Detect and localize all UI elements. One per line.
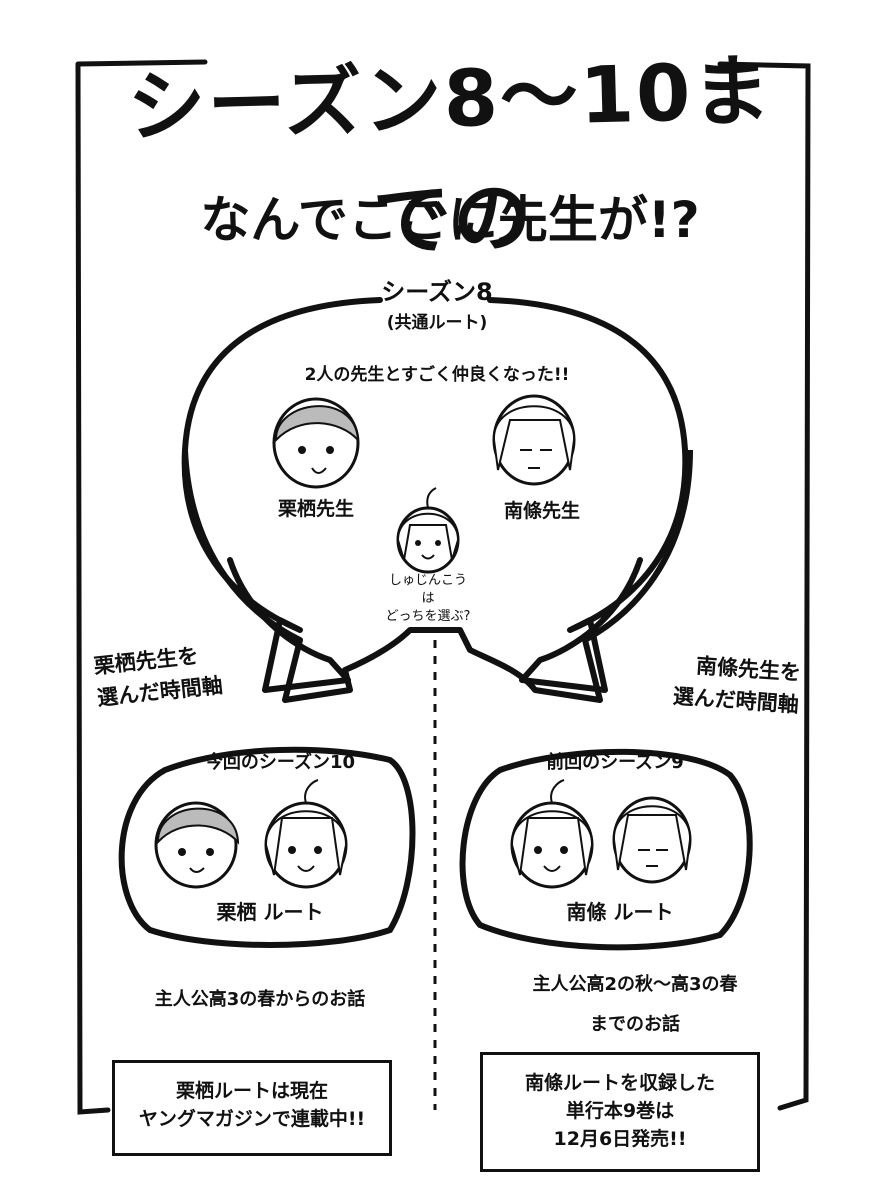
notice-right-box: 南條ルートを収録した 単行本9巻は 12月6日発売!! — [480, 1052, 760, 1172]
season9-heading: 前回のシーズン9 — [546, 752, 684, 773]
season10-heading: 今回のシーズン10 — [204, 752, 356, 773]
protagonist-face-s9-icon — [510, 779, 594, 889]
branch-arrow-left — [182, 449, 693, 703]
page-title: シーズン8〜10までの — [126, 46, 774, 268]
season10-bubble — [118, 746, 416, 948]
season10-route: 栗栖 ルート — [216, 900, 324, 924]
protagonist-caption-line3: どっちを選ぶ? — [385, 609, 471, 624]
protagonist-face-icon — [396, 487, 460, 574]
protagonist-caption: しゅじんこう は どっちを選ぶ? — [348, 572, 508, 626]
season8-heading: シーズン8 — [381, 278, 493, 306]
notice-right-line1: 南條ルートを収録した — [524, 1072, 715, 1094]
season8-right-teacher: 南條先生 — [503, 500, 580, 522]
protagonist-caption-line2: は — [421, 591, 435, 606]
season10-story: 主人公高3の春からのお話 — [154, 989, 366, 1010]
page-subtitle: なんでここに先生が!? — [200, 191, 700, 249]
season8-subheading: (共通ルート) — [386, 313, 488, 333]
season9-route: 南條 ルート — [566, 900, 674, 924]
nanjo-face-icon — [492, 394, 576, 486]
season9-story-line1: 主人公高2の秋〜高3の春 — [532, 974, 738, 995]
protagonist-caption-line1: しゅじんこう — [388, 573, 467, 588]
notice-left-line1: 栗栖ルートは現在 — [175, 1080, 328, 1102]
season8-left-teacher: 栗栖先生 — [277, 498, 354, 520]
panel-border — [75, 59, 811, 1115]
season9-bubble — [459, 748, 753, 951]
kurisu-face-s10-icon — [154, 801, 240, 889]
notice-right-line2: 単行本9巻は — [565, 1100, 675, 1122]
kurisu-face-icon — [272, 397, 360, 489]
notice-left-line2: ヤングマガジンで連載中!! — [138, 1108, 366, 1130]
nanjo-face-s9-icon — [612, 796, 692, 884]
notice-left-box: 栗栖ルートは現在 ヤングマガジンで連載中!! — [112, 1060, 392, 1156]
notice-right-line3: 12月6日発売!! — [553, 1128, 687, 1150]
season9-story-line2: までのお話 — [590, 1014, 680, 1035]
protagonist-face-s10-icon — [264, 779, 348, 889]
season8-description: 2人の先生とすごく仲良くなった!! — [304, 365, 570, 385]
